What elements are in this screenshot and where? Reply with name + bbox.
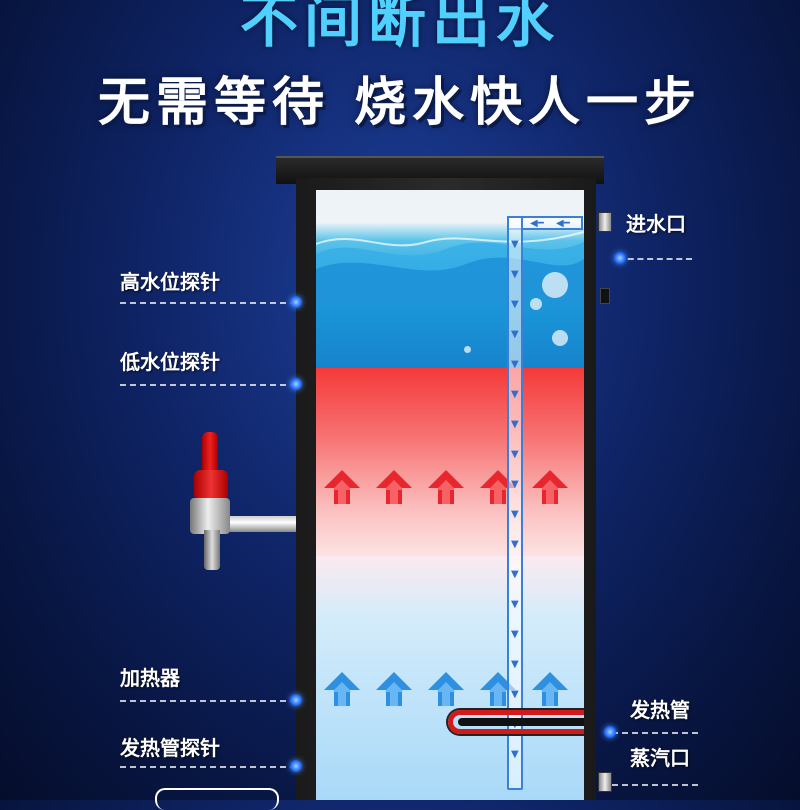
faucet-spout xyxy=(204,530,220,570)
faucet-grip[interactable] xyxy=(194,470,228,500)
label-low-water-probe: 低水位探针 xyxy=(120,350,220,374)
down-arrow-icon: ▼ xyxy=(511,239,519,250)
up-arrow-icon xyxy=(324,470,360,504)
down-arrow-icon: ▼ xyxy=(511,269,519,280)
steam-outlet-port xyxy=(598,772,612,792)
faucet-body xyxy=(190,498,230,534)
label-water-inlet: 进水口 xyxy=(626,212,686,236)
up-arrow-icon xyxy=(480,672,516,706)
leader-low-water-probe xyxy=(120,384,296,386)
down-arrow-icon: ▼ xyxy=(511,689,519,700)
label-heating-tube: 发热管 xyxy=(630,698,690,722)
probe-dot xyxy=(614,252,626,264)
up-arrow-icon xyxy=(376,672,412,706)
bubble xyxy=(542,272,568,298)
label-steam-outlet: 蒸汽口 xyxy=(630,746,690,770)
down-arrow-icon: ▼ xyxy=(511,629,519,640)
tank-window: ◀━ ◀━ ▼▼▼▼▼▼▼▼▼▼▼▼▼▼▼▼▼▼ xyxy=(316,190,584,800)
leader-heating-tube-probe xyxy=(120,766,296,768)
down-arrow-icon: ▼ xyxy=(511,599,519,610)
label-heating-tube-probe: 发热管探针 xyxy=(120,736,220,760)
down-arrow-icon: ▼ xyxy=(511,509,519,520)
left-arrow-icon: ◀━ xyxy=(530,218,544,229)
up-arrow-icon xyxy=(376,470,412,504)
down-arrow-icon: ▼ xyxy=(511,329,519,340)
label-heater: 加热器 xyxy=(120,666,180,690)
down-arrow-icon: ▼ xyxy=(511,659,519,670)
leader-steam-outlet xyxy=(612,784,698,786)
down-arrow-icon: ▼ xyxy=(511,569,519,580)
down-arrow-icon: ▼ xyxy=(511,359,519,370)
label-high-water-probe: 高水位探针 xyxy=(120,270,220,294)
base-outline xyxy=(155,788,279,810)
side-port xyxy=(600,288,610,304)
down-arrow-icon: ▼ xyxy=(511,419,519,430)
inlet-pipe xyxy=(507,216,523,790)
probe-dot xyxy=(604,726,616,738)
down-arrow-icon: ▼ xyxy=(511,479,519,490)
down-arrow-icon: ▼ xyxy=(511,539,519,550)
leader-heater xyxy=(120,700,296,702)
down-arrow-icon: ▼ xyxy=(511,449,519,460)
leader-high-water-probe xyxy=(120,302,296,304)
up-arrow-icon xyxy=(480,470,516,504)
probe-dot xyxy=(290,694,302,706)
probe-dot xyxy=(290,296,302,308)
headline-top: 不间断出水 xyxy=(239,0,560,55)
up-arrow-icon xyxy=(532,672,568,706)
headline-sub: 无需等待 烧水快人一步 xyxy=(97,73,703,133)
up-arrow-icon xyxy=(532,470,568,504)
up-arrow-icon xyxy=(428,470,464,504)
bubble xyxy=(464,346,471,353)
heating-tube-core xyxy=(458,718,584,726)
up-arrow-icon xyxy=(324,672,360,706)
heating-tube xyxy=(448,710,584,734)
down-arrow-icon: ▼ xyxy=(511,749,519,760)
probe-dot xyxy=(290,378,302,390)
hot-water-zone xyxy=(316,368,584,558)
down-arrow-icon: ▼ xyxy=(511,299,519,310)
left-arrow-icon: ◀━ xyxy=(556,218,570,229)
up-arrow-icon xyxy=(428,672,464,706)
leader-heating-tube xyxy=(612,732,698,734)
leader-water-inlet xyxy=(618,258,692,260)
probe-dot xyxy=(290,760,302,772)
bubble xyxy=(552,330,568,346)
water-inlet-port xyxy=(598,212,612,232)
faucet-pipe xyxy=(228,516,296,532)
down-arrow-icon: ▼ xyxy=(511,389,519,400)
bubble xyxy=(530,298,542,310)
